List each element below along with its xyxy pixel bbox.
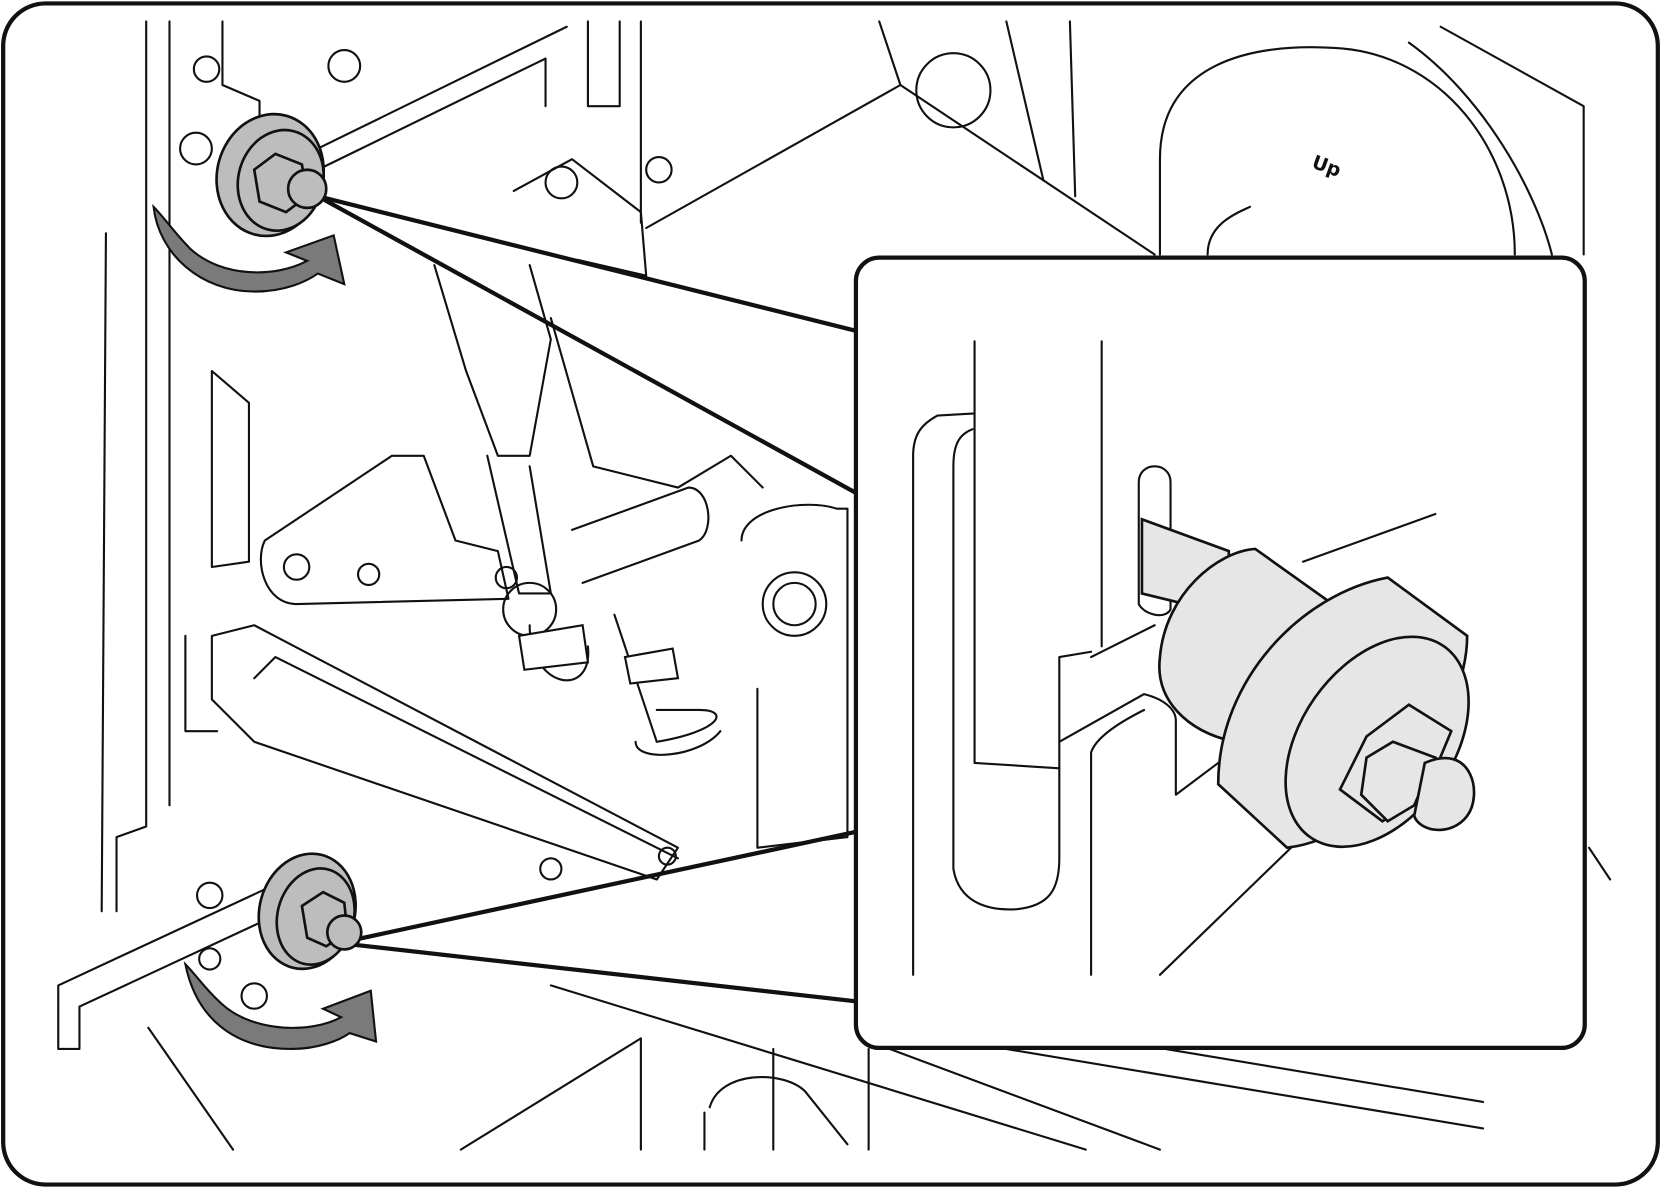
up-label: Up: [1309, 151, 1344, 182]
detail-inset: [853, 255, 1587, 1051]
rotate-arrow-bottom-icon: [183, 961, 378, 1051]
bottom-knob: [257, 852, 363, 971]
rotate-arrow-top-icon: [152, 203, 346, 293]
top-knob: [215, 112, 328, 238]
callout-lines: [316, 194, 857, 1004]
